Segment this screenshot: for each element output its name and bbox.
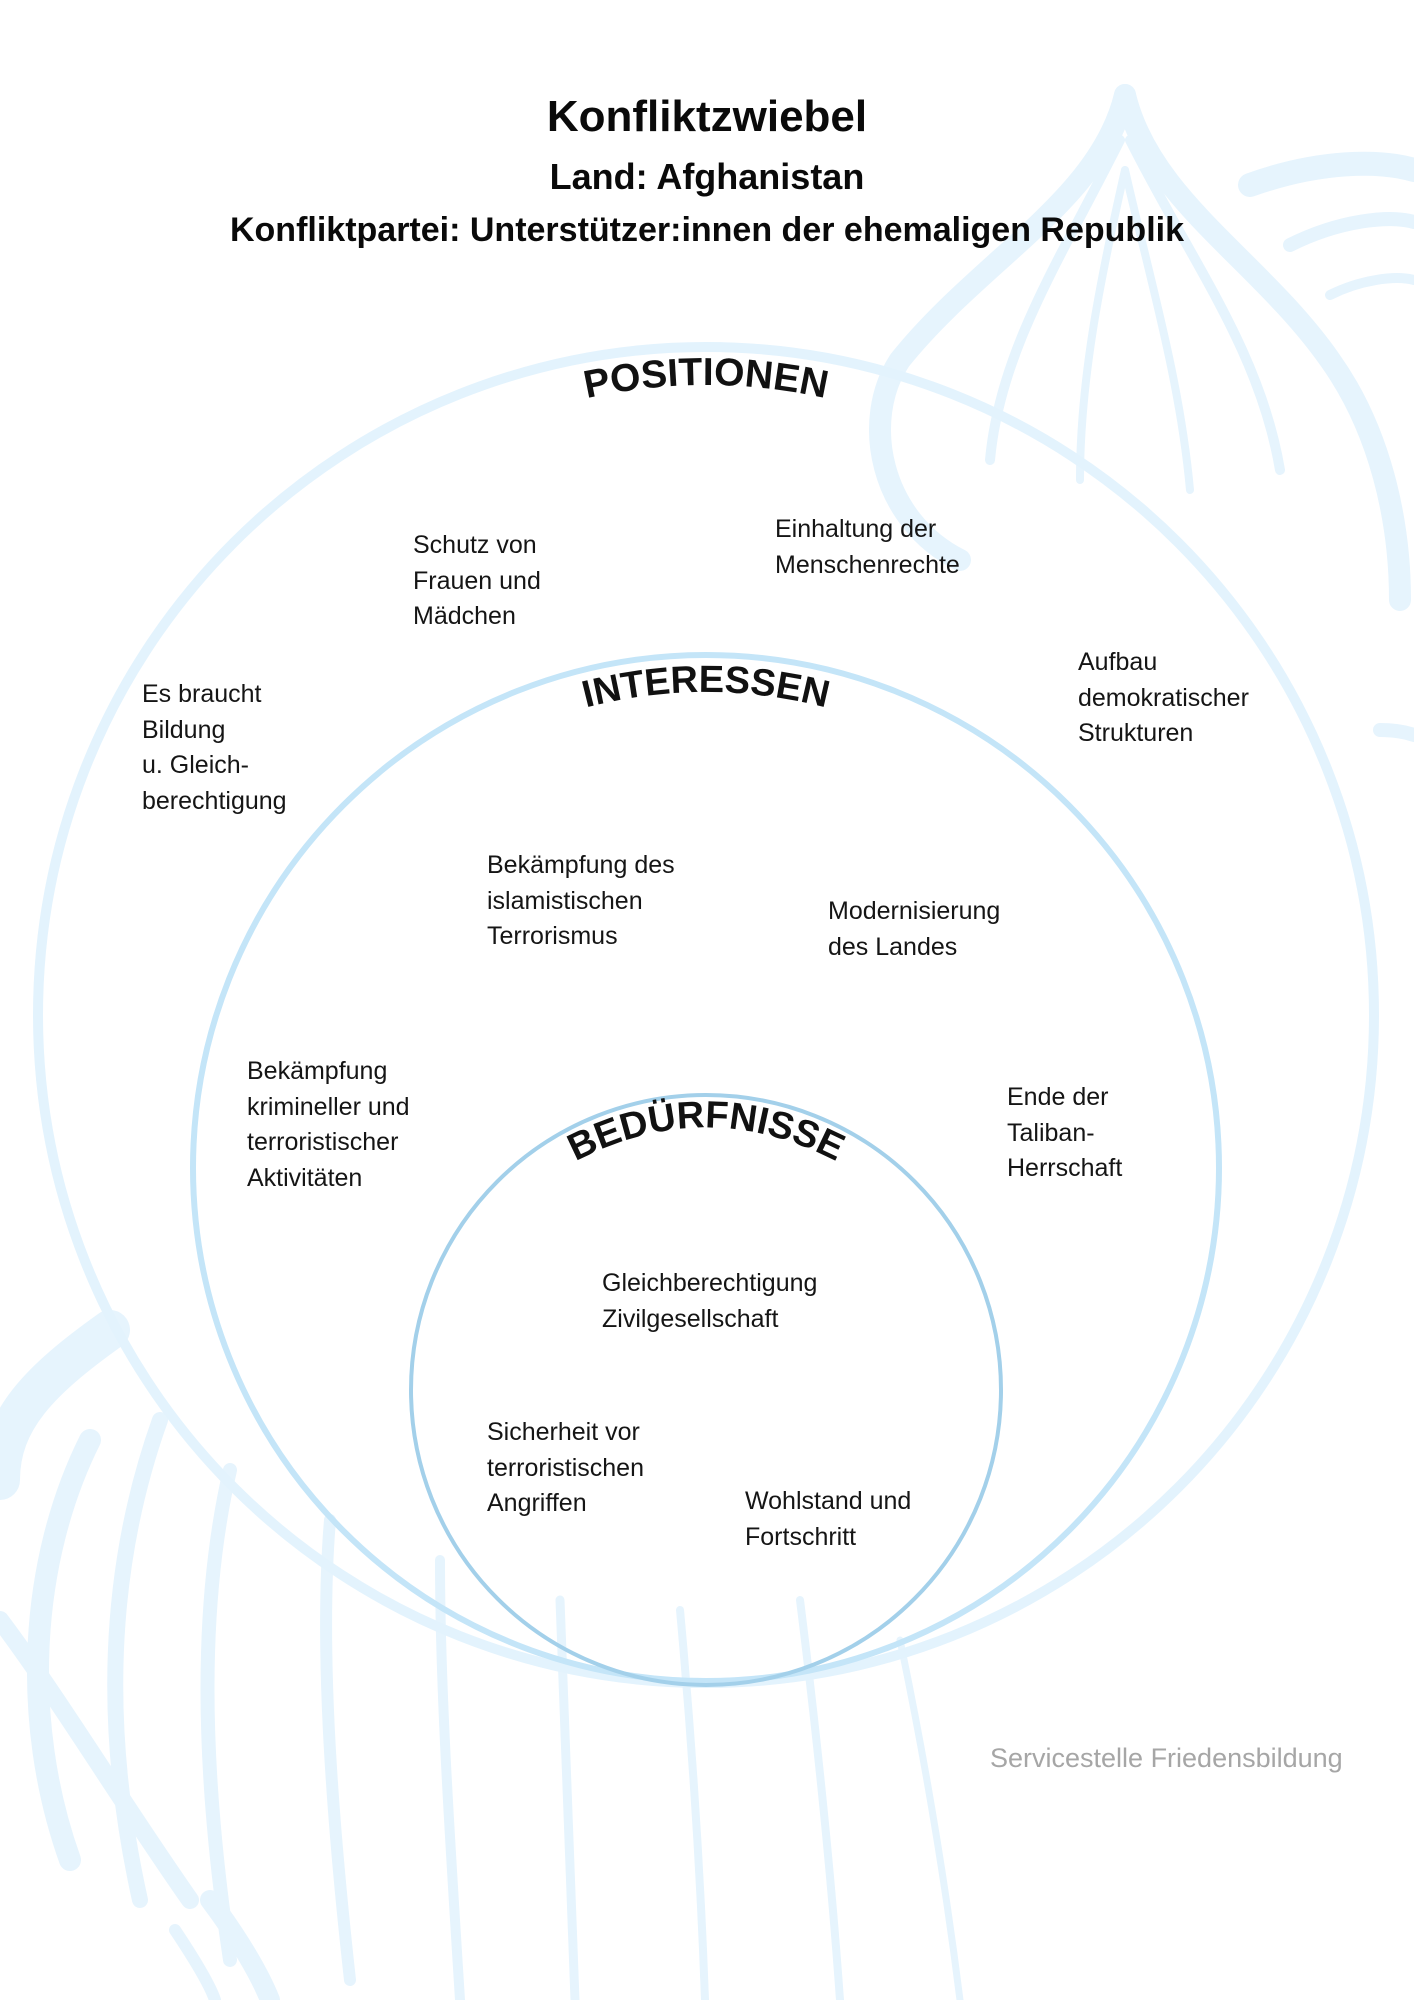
interest-item: Bekämpfung des islamistischen Terrorismu… — [487, 851, 675, 950]
interests-ring — [190, 652, 1222, 1684]
needs-ring-title: BEDÜRFNISSE — [561, 1094, 850, 1169]
positions-ring-title: POSITIONEN — [580, 351, 832, 407]
page-title: Konfliktzwiebel — [546, 92, 868, 141]
conflict-party-subtitle: Konfliktpartei: Unterstützer:innen der e… — [229, 211, 1184, 249]
interest-item: Ende der Taliban- Herrschaft — [1007, 1083, 1123, 1182]
positions-ring — [33, 342, 1379, 1688]
position-item: Einhaltung der Menschenrechte — [775, 515, 960, 579]
need-item: Wohlstand und Fortschritt — [745, 1487, 912, 1551]
position-item: Es braucht Bildung u. Gleich- berechtigu… — [142, 680, 287, 815]
need-item: Sicherheit vor terroristischen Angriffen — [487, 1418, 644, 1517]
need-item: Gleichberechtigung Zivilgesellschaft — [602, 1269, 818, 1333]
interest-item: Bekämpfung krimineller und terroristisch… — [247, 1057, 410, 1192]
country-subtitle: Land: Afghanistan — [549, 156, 865, 197]
publisher-credit: Servicestelle Friedensbildung — [990, 1743, 1343, 1773]
position-item: Aufbau demokratischer Strukturen — [1078, 648, 1249, 747]
interests-ring-title: INTERESSEN — [578, 659, 834, 716]
needs-ring — [409, 1093, 1003, 1687]
position-item: Schutz von Frauen und Mädchen — [413, 531, 541, 630]
interest-item: Modernisierung des Landes — [828, 897, 1001, 961]
